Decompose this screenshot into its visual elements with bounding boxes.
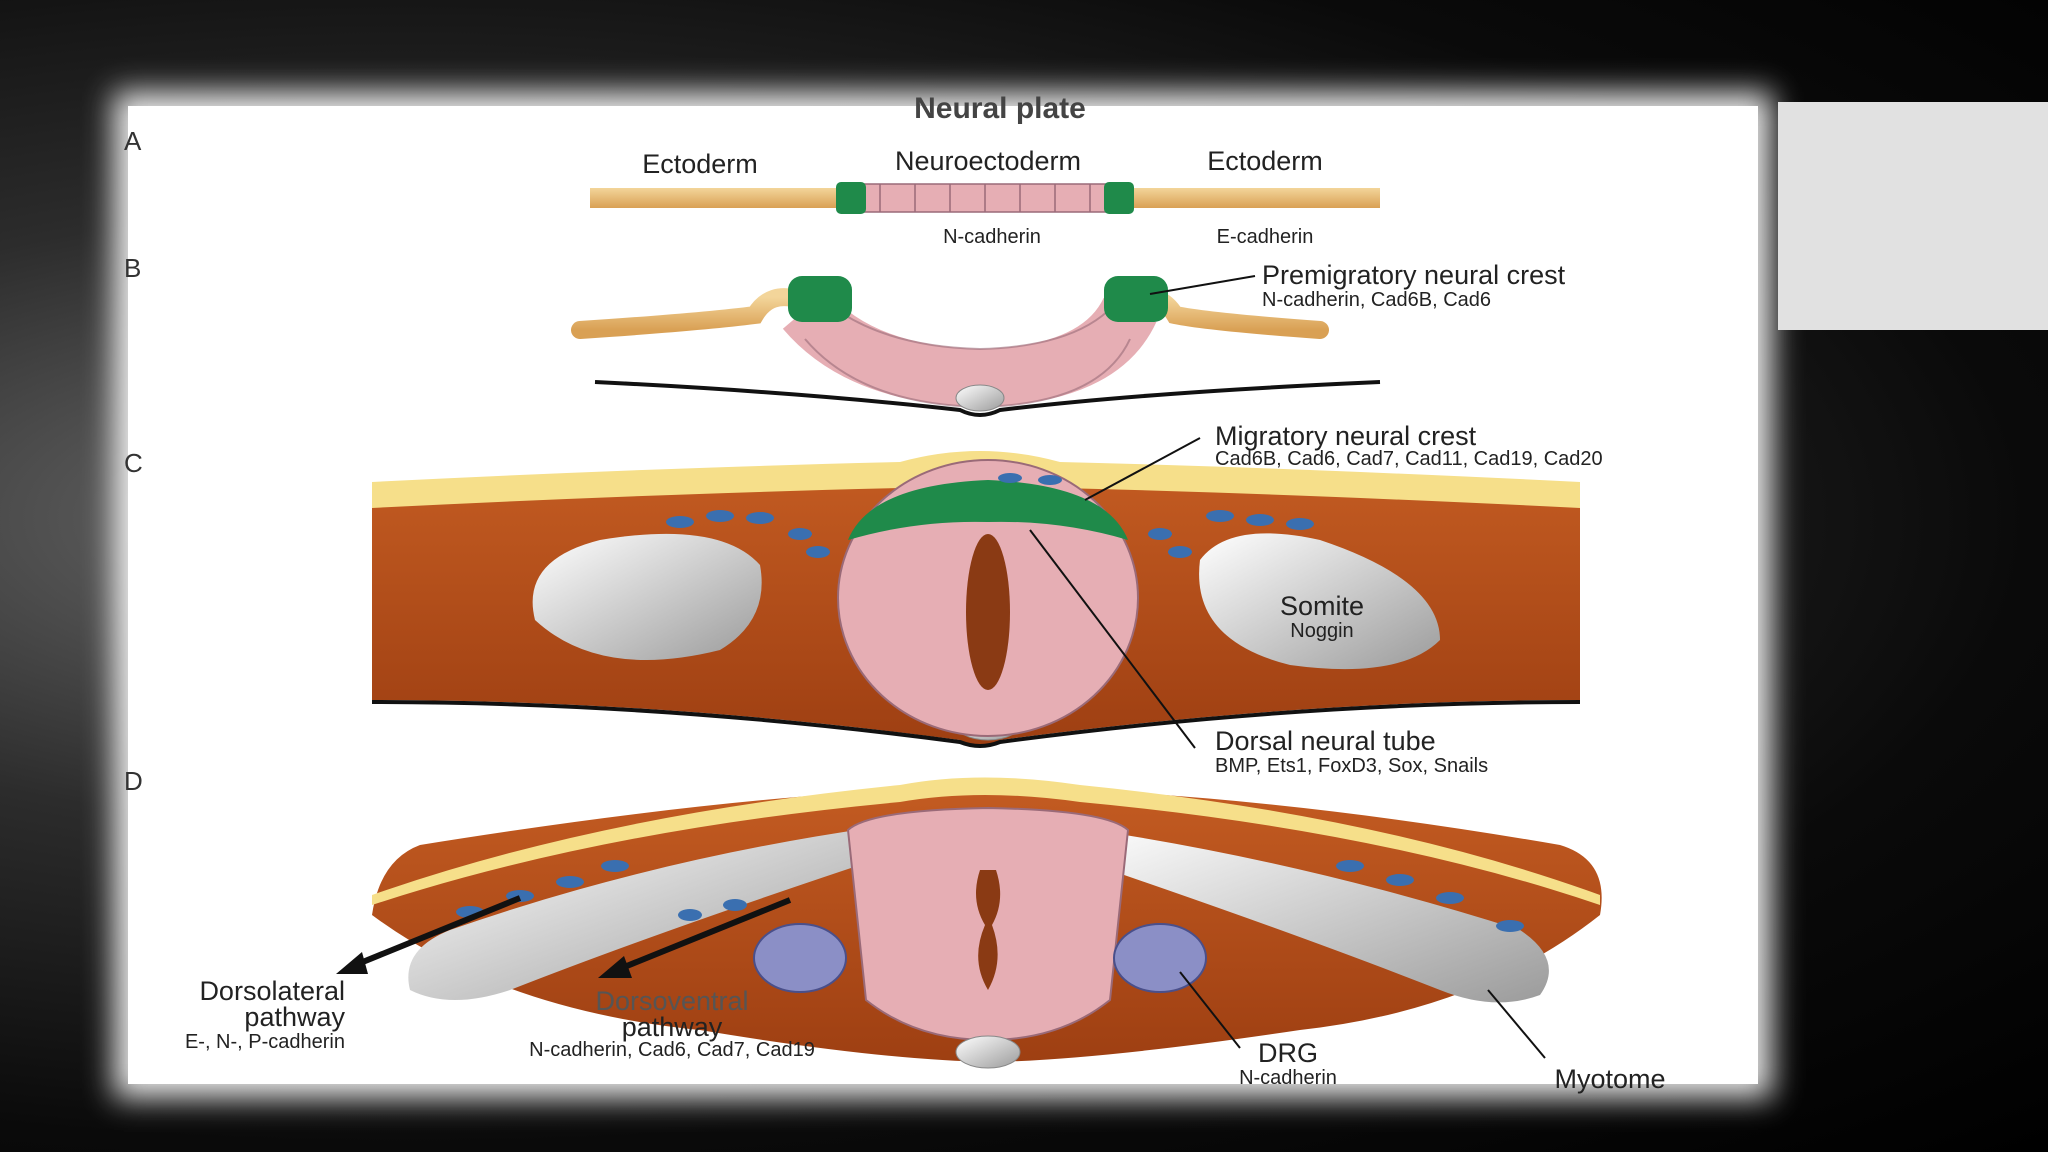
surface-ectoderm-d <box>372 777 1600 905</box>
migratory-crest-markers: Cad6B, Cad6, Cad7, Cad11, Cad19, Cad20 <box>1215 448 1603 470</box>
premigratory-crest-markers: N-cadherin, Cad6B, Cad6 <box>1262 289 1491 311</box>
drg-right <box>1113 923 1207 993</box>
panel-c-neural-tube: Migratory neural crest Cad6B, Cad6, Cad7… <box>371 421 1603 777</box>
drg-label: DRG <box>1258 1038 1318 1068</box>
panel-label-c: C <box>124 448 143 478</box>
n-cadherin-label: N-cadherin <box>943 226 1041 248</box>
ectoderm-label-right: Ectoderm <box>1207 146 1323 176</box>
dorsolateral-markers: E-, N-, P-cadherin <box>185 1031 345 1053</box>
somite-label: Somite <box>1280 591 1364 621</box>
ectoderm-label-left: Ectoderm <box>642 149 758 179</box>
surface-ectoderm-c <box>372 451 1580 508</box>
folding-ectoderm <box>571 288 1329 339</box>
premigratory-crest-left <box>788 276 852 322</box>
premigratory-crest-title: Premigratory neural crest <box>1262 260 1566 290</box>
neural-plate-fold <box>782 290 1157 407</box>
dorsoventral-arrow-line <box>610 897 792 975</box>
dorsal-crest-c <box>848 480 1128 540</box>
dorsoventral-label-1: Dorsoventral <box>595 986 748 1016</box>
blank-grey-panel <box>1778 102 2048 330</box>
neuroectoderm-label: Neuroectoderm <box>895 146 1081 176</box>
dorsolateral-label-1: Dorsolateral <box>199 976 345 1006</box>
somite-left <box>532 533 762 660</box>
notochord-b <box>955 384 1005 412</box>
dorsoventral-arrowhead <box>598 956 632 978</box>
somite-marker: Noggin <box>1290 620 1353 642</box>
notochord-d <box>955 1035 1021 1069</box>
migratory-crest-title: Migratory neural crest <box>1215 421 1477 451</box>
figure-title: Neural plate <box>914 92 1086 125</box>
dorsoventral-markers: N-cadherin, Cad6, Cad7, Cad19 <box>529 1039 815 1061</box>
neural-canal-d <box>976 870 1001 990</box>
panel-label-b: B <box>124 253 141 283</box>
premigratory-pointer <box>1149 275 1256 295</box>
somite-right <box>1199 533 1440 670</box>
drg-marker: N-cadherin <box>1239 1067 1337 1089</box>
neural-canal-c <box>966 534 1010 690</box>
panel-b-neural-fold: Premigratory neural crest N-cadherin, Ca… <box>571 260 1566 417</box>
endoderm-line-b <box>594 380 1381 417</box>
panel-label-d: D <box>124 766 143 796</box>
dorsal-tube-pointer <box>1029 529 1196 749</box>
migratory-pointer <box>1084 437 1201 501</box>
myotome-left <box>408 828 874 1000</box>
drg-left <box>753 923 847 993</box>
myotome-pointer <box>1487 989 1546 1059</box>
dorsolateral-arrowhead <box>336 952 368 974</box>
dorsolateral-label-2: pathway <box>244 1002 345 1032</box>
myotome-right <box>1079 828 1549 1003</box>
panel-d-later-embryo: Dorsolateral pathway E-, N-, P-cadherin … <box>185 777 1666 1094</box>
dorsoventral-label-2: pathway <box>622 1012 723 1042</box>
panel-label-a: A <box>124 126 142 156</box>
myotome-label: Myotome <box>1554 1064 1665 1094</box>
drg-pointer <box>1179 971 1241 1049</box>
e-cadherin-label: E-cadherin <box>1217 226 1314 248</box>
dorsal-tube-title: Dorsal neural tube <box>1215 726 1436 756</box>
crest-border-right <box>1104 182 1134 214</box>
premigratory-crest-right <box>1104 276 1168 322</box>
dorsolateral-arrow-line <box>346 895 522 971</box>
crest-border-left <box>836 182 866 214</box>
dorsal-tube-markers: BMP, Ets1, FoxD3, Sox, Snails <box>1215 755 1488 777</box>
endoderm-line-c <box>371 700 1581 748</box>
panel-a-neural-plate: Ectoderm Neuroectoderm Ectoderm N-cadher… <box>590 146 1380 248</box>
